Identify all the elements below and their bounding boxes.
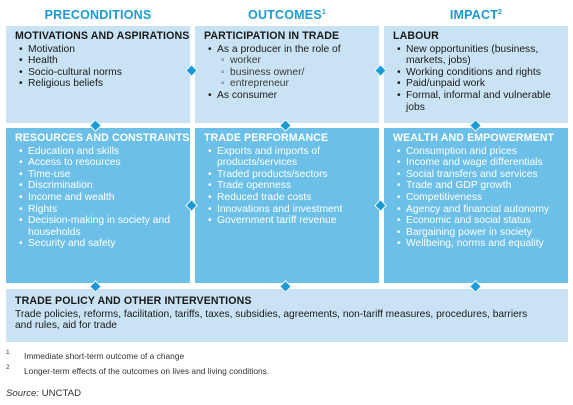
participation-title: PARTICIPATION IN TRADE	[204, 30, 340, 42]
list-item: Bargaining power in society	[393, 227, 562, 239]
list-item: Exports and imports of	[204, 146, 373, 158]
header-preconditions-label: PRECONDITIONS	[44, 8, 152, 22]
list-item: Innovations and investment	[204, 204, 373, 216]
list-item: business owner/	[204, 67, 373, 79]
list-item: Agency and financial autonomy	[393, 204, 562, 216]
list-item: Government tariff revenue	[204, 215, 373, 227]
list-item: Trade openness	[204, 180, 373, 192]
list-item: Health	[15, 55, 184, 67]
list-item: New opportunities (business,	[393, 44, 562, 56]
list-item: Competitiveness	[393, 192, 562, 204]
list-item: As consumer	[204, 90, 373, 102]
footnote-number: 1	[6, 349, 10, 356]
trade-performance-list: Exports and imports of products/services…	[204, 146, 373, 227]
header-outcomes-label: OUTCOMES	[248, 8, 322, 22]
footnote-number: 2	[6, 364, 10, 371]
trade-policy-box: TRADE POLICY AND OTHER INTERVENTIONS Tra…	[6, 289, 568, 342]
list-item: Reduced trade costs	[204, 192, 373, 204]
list-item: worker	[204, 55, 373, 67]
participation-sublist: worker business owner/ entrepreneur	[204, 55, 373, 90]
source-value: UNCTAD	[41, 388, 82, 399]
participation-box: PARTICIPATION IN TRADE As a producer in …	[195, 26, 379, 123]
source-label: Source:	[6, 388, 40, 399]
labour-list: New opportunities (business, markets, jo…	[393, 44, 562, 114]
footnote-mark-1: 1	[321, 8, 326, 16]
resources-box: RESOURCES AND CONSTRAINTS Education and …	[6, 128, 190, 283]
resources-title: RESOURCES AND CONSTRAINTS	[15, 132, 190, 144]
list-item: Trade and GDP growth	[393, 180, 562, 192]
trade-policy-text-line-2: and rules, aid for trade	[15, 320, 117, 332]
list-item: Formal, informal and vulnerable	[393, 90, 562, 102]
participation-list-2: As consumer	[204, 90, 373, 102]
trade-policy-text-line-1: Trade policies, reforms, facilitation, t…	[15, 308, 528, 320]
trade-policy-title: TRADE POLICY AND OTHER INTERVENTIONS	[15, 295, 252, 307]
trade-performance-box: TRADE PERFORMANCE Exports and imports of…	[195, 128, 379, 283]
footnote-1: 1 Immediate short-term outcome of a chan…	[6, 349, 269, 364]
list-item: Income and wage differentials	[393, 157, 562, 169]
footnote-mark-2: 2	[498, 8, 503, 16]
list-item: Discrimination	[15, 180, 184, 192]
header-preconditions: PRECONDITIONS	[6, 8, 190, 24]
list-item: Income and wealth	[15, 192, 184, 204]
motivations-list: Motivation Health Socio-cultural norms R…	[15, 44, 184, 90]
list-item: Access to resources	[15, 157, 184, 169]
list-item: Wellbeing, norms and equality	[393, 238, 562, 250]
wealth-box: WEALTH AND EMPOWERMENT Consumption and p…	[384, 128, 568, 283]
list-item-continuation: entrepreneur	[204, 78, 373, 90]
list-item: Economic and social status	[393, 215, 562, 227]
trade-performance-title: TRADE PERFORMANCE	[204, 132, 329, 144]
list-item: Rights	[15, 204, 184, 216]
list-item: Religious beliefs	[15, 78, 184, 90]
list-item: Consumption and prices	[393, 146, 562, 158]
list-item: As a producer in the role of	[204, 44, 373, 56]
labour-box: LABOUR New opportunities (business, mark…	[384, 26, 568, 123]
list-item: Socio-cultural norms	[15, 67, 184, 79]
footnote-text: Longer-term effects of the outcomes on l…	[24, 366, 270, 376]
header-impact-label: IMPACT	[449, 8, 499, 22]
motivations-title: MOTIVATIONS AND ASPIRATIONS	[15, 30, 190, 42]
list-item: Traded products/sectors	[204, 169, 373, 181]
list-item-continuation: products/services	[217, 157, 298, 169]
resources-list: Education and skills Access to resources…	[15, 146, 184, 250]
list-item-continuation: jobs	[406, 101, 425, 113]
list-item: Working conditions and rights	[393, 67, 562, 79]
header-outcomes: OUTCOMES1	[195, 8, 379, 24]
participation-list: As a producer in the role of	[204, 44, 373, 56]
list-item: Motivation	[15, 44, 184, 56]
list-item-continuation: markets, jobs)	[406, 55, 471, 67]
footnote-text: Immediate short-term outcome of a change	[24, 351, 185, 361]
source-line: Source: UNCTAD	[6, 388, 81, 399]
list-item-continuation: households	[28, 226, 81, 238]
header-impact: IMPACT2	[384, 8, 568, 24]
labour-title: LABOUR	[393, 30, 439, 42]
list-item: Paid/unpaid work	[393, 78, 562, 90]
footnote-2: 2 Longer-term effects of the outcomes on…	[6, 364, 269, 379]
list-item: Education and skills	[15, 146, 184, 158]
motivations-box: MOTIVATIONS AND ASPIRATIONS Motivation H…	[6, 26, 190, 123]
list-item: Decision-making in society and	[15, 215, 184, 227]
list-item: Social transfers and services	[393, 169, 562, 181]
footnotes: 1 Immediate short-term outcome of a chan…	[6, 349, 269, 379]
list-item: Time-use	[15, 169, 184, 181]
list-item: Security and safety	[15, 238, 184, 250]
wealth-title: WEALTH AND EMPOWERMENT	[393, 132, 555, 144]
wealth-list: Consumption and prices Income and wage d…	[393, 146, 562, 250]
